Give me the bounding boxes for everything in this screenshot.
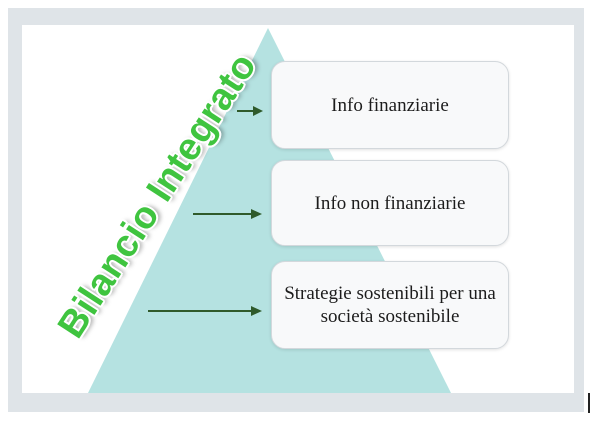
arrow-2 <box>193 209 262 219</box>
arrow-3 <box>148 306 262 316</box>
level-label-financial-info: Info finanziarie <box>331 94 449 116</box>
level-label-sustainable-strategies: Strategie sostenibili per una società so… <box>284 283 496 327</box>
level-box-sustainable-strategies: Strategie sostenibili per una società so… <box>271 261 509 349</box>
arrow-1 <box>237 106 263 116</box>
text-cursor <box>588 393 590 413</box>
level-box-non-financial-info: Info non finanziarie <box>271 160 509 246</box>
level-label-non-financial-info: Info non finanziarie <box>314 192 466 214</box>
level-box-financial-info: Info finanziarie <box>271 61 509 149</box>
